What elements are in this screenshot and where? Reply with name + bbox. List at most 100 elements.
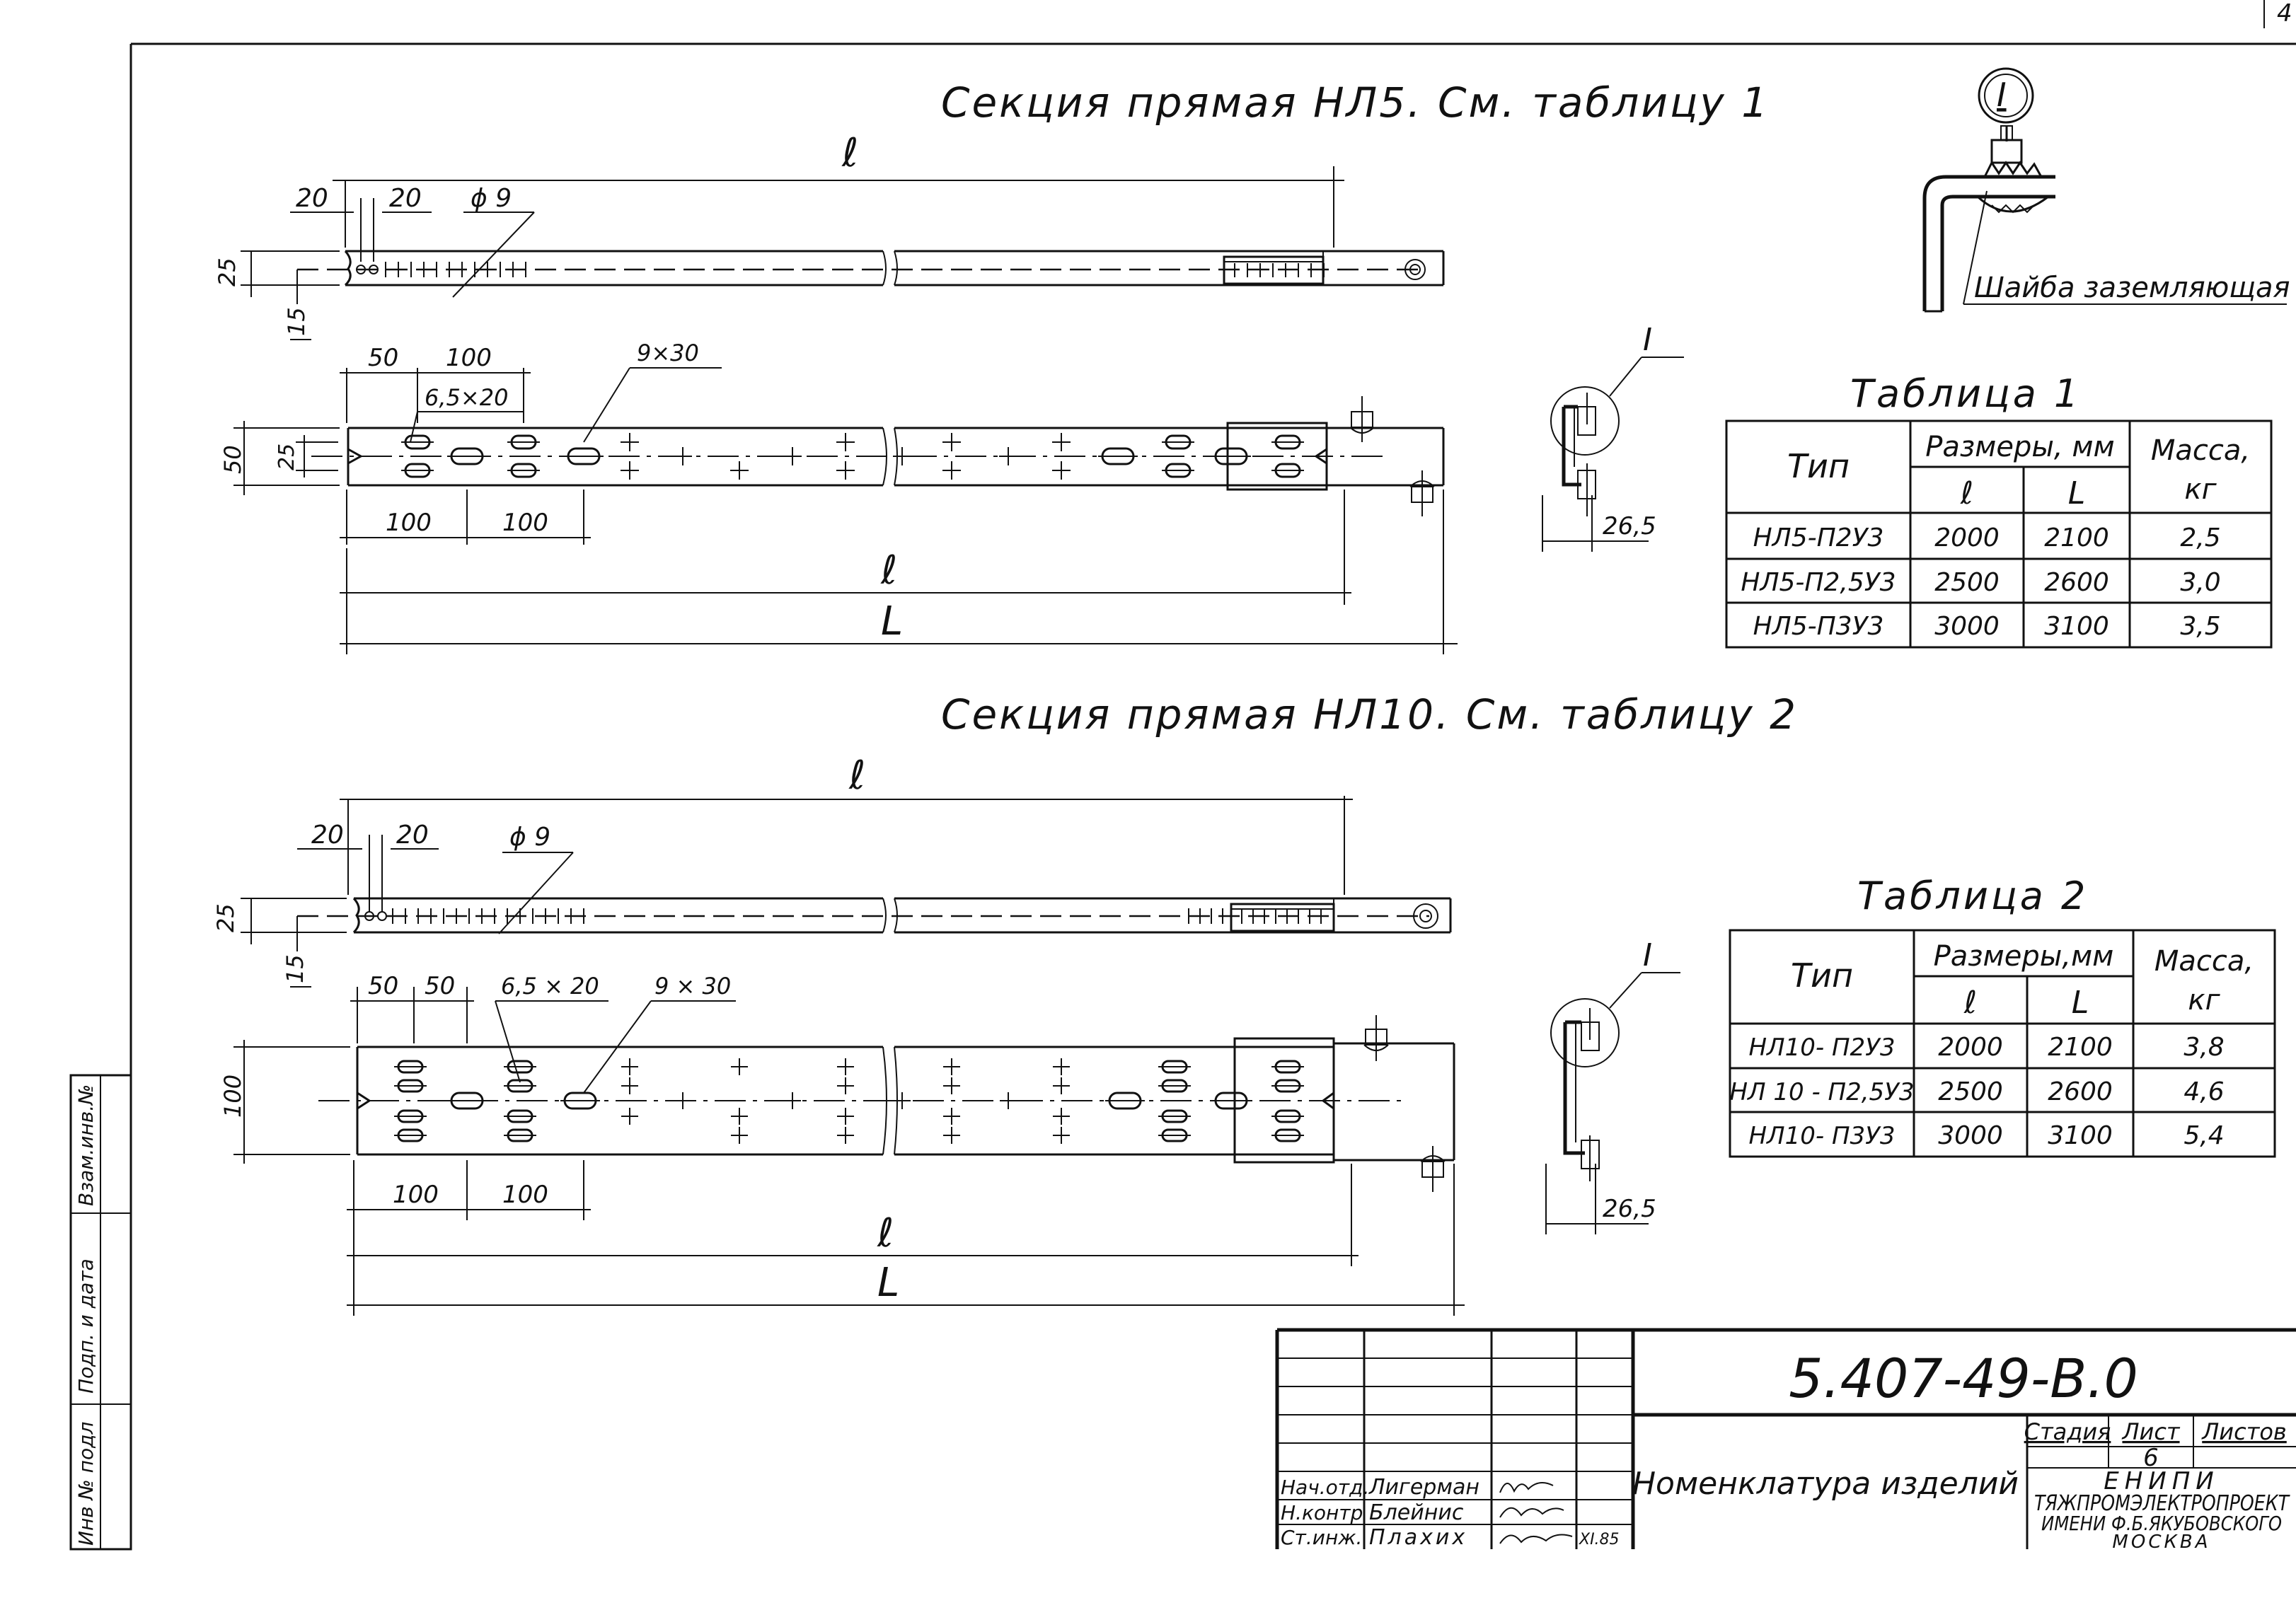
section2: Секция прямая НЛ10. См. таблицу 2 ℓ bbox=[212, 690, 1798, 1316]
t2-cell-type: НЛ10- П3У3 bbox=[1748, 1122, 1895, 1150]
s1-dim-L-bottom: L bbox=[881, 598, 903, 644]
t2-head-mass: Масса, bbox=[2154, 945, 2254, 978]
s2-dim-L-bottom: L bbox=[877, 1260, 899, 1306]
s2-dim-h25: 25 bbox=[212, 903, 239, 932]
doc-code: 5.407-49-В.0 bbox=[1789, 1347, 2138, 1410]
staff-role-1: Нач.отд. bbox=[1281, 1476, 1369, 1499]
t1-cell-type: НЛ5-П2У3 bbox=[1753, 523, 1884, 552]
t1-cell-mass: 2,5 bbox=[2180, 523, 2220, 552]
t2-cell-L: 2600 bbox=[2048, 1077, 2113, 1106]
t2-head-mass-unit: кг bbox=[2188, 984, 2220, 1017]
t2-cell-type: НЛ 10 - П2,5У3 bbox=[1729, 1078, 1914, 1106]
t1-row-1: НЛ5-П2У3 2000 2100 2,5 bbox=[1753, 523, 2221, 552]
s2-dim-20a: 20 bbox=[311, 821, 344, 850]
t2-row-3: НЛ10- П3У3 3000 3100 5,4 bbox=[1748, 1121, 2224, 1150]
s1-dim-100c: 100 bbox=[502, 509, 548, 537]
org-line1: ЕНИПИ bbox=[2104, 1467, 2219, 1495]
s1-dim-100a: 100 bbox=[446, 344, 492, 372]
t2-head-L: L bbox=[2072, 985, 2089, 1021]
staff-name-1: Лигерман bbox=[1368, 1475, 1479, 1500]
t2-cell-L: 2100 bbox=[2048, 1033, 2113, 1062]
table1: Таблица 1 Тип Размеры, мм ℓ L Масса, кг … bbox=[1725, 371, 2273, 649]
section2-top-view: ℓ 20 20 ϕ 9 25 15 bbox=[212, 753, 1452, 988]
washer-caption: Шайба заземляющая bbox=[1974, 272, 2290, 304]
side-stamp: Взам.инв.№ Подп. и дата Инв № подл bbox=[69, 1074, 132, 1551]
sheet-label: Лист bbox=[2121, 1418, 2180, 1445]
t1-head-sizes: Размеры, мм bbox=[1925, 431, 2114, 463]
sheet-number: 6 bbox=[2143, 1444, 2159, 1472]
table2-title: Таблица 2 bbox=[1857, 874, 2088, 918]
t1-cell-l: 2000 bbox=[1934, 523, 2000, 552]
t2-row-2: НЛ 10 - П2,5У3 2500 2600 4,6 bbox=[1729, 1077, 2224, 1106]
sign-date: XI.85 bbox=[1579, 1531, 1620, 1548]
title-block: 5.407-49-В.0 Номенклатура изделий Стадия… bbox=[1275, 1328, 2296, 1553]
s2-bolt-bottom bbox=[1420, 1146, 1446, 1192]
section1-title: Секция прямая НЛ5. См. таблицу 1 bbox=[941, 79, 1770, 127]
s1-dim-100b: 100 bbox=[386, 509, 432, 537]
t2-cell-mass: 4,6 bbox=[2183, 1077, 2224, 1106]
s2-dim-h15: 15 bbox=[282, 954, 308, 983]
t1-cell-L: 3100 bbox=[2044, 612, 2109, 641]
t1-cell-type: НЛ5-П3У3 bbox=[1753, 612, 1884, 641]
t2-cell-mass: 3,8 bbox=[2183, 1033, 2224, 1062]
t1-cell-mass: 3,5 bbox=[2180, 612, 2220, 641]
t1-cell-L: 2600 bbox=[2044, 568, 2109, 597]
t2-cell-mass: 5,4 bbox=[2183, 1121, 2224, 1150]
s2-detail-dim: 26,5 bbox=[1603, 1195, 1656, 1223]
s1-dim-phi: ϕ 9 bbox=[471, 184, 512, 213]
doc-name: Номенклатура изделий bbox=[1632, 1466, 2019, 1502]
t2-head-l: ℓ bbox=[1963, 985, 1977, 1021]
s2-dim-20b: 20 bbox=[396, 821, 429, 850]
s1-bolt-top bbox=[1349, 396, 1375, 442]
s1-dim-50: 50 bbox=[368, 344, 398, 372]
detail-I-main: I Шайба заземляющая bbox=[1922, 67, 2290, 313]
t1-head-l: ℓ bbox=[1960, 475, 1973, 511]
section2-side-detail: I 26,5 bbox=[1545, 937, 1680, 1234]
stage-label: Стадия bbox=[2024, 1418, 2111, 1445]
s1-bolt-bottom bbox=[1409, 470, 1435, 516]
s2-dim-l-bottom: ℓ bbox=[877, 1210, 894, 1256]
detail-I-label: I bbox=[1997, 76, 2007, 114]
s1-detail-label: I bbox=[1643, 322, 1652, 358]
t2-cell-l: 2000 bbox=[1938, 1033, 2003, 1062]
t1-cell-L: 2100 bbox=[2044, 523, 2109, 552]
staff-name-2: Блейнис bbox=[1369, 1500, 1464, 1525]
section1: Секция прямая НЛ5. См. таблицу 1 ℓ bbox=[214, 79, 1770, 654]
t1-cell-type: НЛ5-П2,5У3 bbox=[1741, 568, 1896, 597]
section2-front-view: 50 50 6,5 × 20 9 × 30 100 100 100 ℓ L bbox=[219, 972, 1465, 1316]
s2-dim-w100: 100 bbox=[219, 1075, 246, 1118]
s1-dim-slot-big: 9×30 bbox=[637, 340, 699, 366]
signature-3 bbox=[1499, 1534, 1573, 1544]
t2-head-type: Тип bbox=[1791, 956, 1853, 995]
section1-side-detail: I 26,5 bbox=[1542, 322, 1684, 552]
t1-row-2: НЛ5-П2,5У3 2500 2600 3,0 bbox=[1741, 568, 2220, 597]
t1-cell-mass: 3,0 bbox=[2180, 568, 2220, 597]
org-line3: ИМЕНИ Ф.Б.ЯКУБОВСКОГО bbox=[2041, 1512, 2282, 1535]
s1-dim-w50: 50 bbox=[219, 445, 246, 474]
table1-title: Таблица 1 bbox=[1850, 371, 2081, 416]
s1-dim-l-bottom: ℓ bbox=[880, 548, 897, 594]
table2: Таблица 2 Тип Размеры,мм ℓ L Масса, кг Н… bbox=[1729, 874, 2276, 1158]
s1-dim-20a: 20 bbox=[296, 184, 328, 213]
s1-detail-dim: 26,5 bbox=[1603, 512, 1656, 540]
s1-dim-h15: 15 bbox=[283, 307, 310, 336]
sheet-frame: 4 bbox=[129, 0, 2296, 1549]
sheets-label: Листов bbox=[2201, 1418, 2287, 1445]
staff-role-3: Ст.инж. bbox=[1281, 1526, 1362, 1549]
signature-2 bbox=[1499, 1507, 1564, 1518]
t2-head-sizes: Размеры,мм bbox=[1934, 940, 2114, 973]
t1-head-type: Тип bbox=[1787, 447, 1850, 485]
stamp-podp-data: Подп. и дата bbox=[74, 1258, 98, 1394]
signature-1 bbox=[1499, 1482, 1554, 1493]
t2-cell-L: 3100 bbox=[2048, 1121, 2113, 1150]
s1-dim-w25: 25 bbox=[275, 444, 299, 470]
t1-head-mass: Масса, bbox=[2151, 434, 2250, 467]
t2-cell-l: 2500 bbox=[1938, 1077, 2003, 1106]
s1-dim-20b: 20 bbox=[389, 184, 422, 213]
s1-dim-h25: 25 bbox=[214, 257, 241, 286]
s1-dim-slot-small: 6,5×20 bbox=[425, 384, 508, 411]
t1-head-mass-unit: кг bbox=[2184, 473, 2217, 506]
section2-title: Секция прямая НЛ10. См. таблицу 2 bbox=[941, 690, 1798, 739]
t2-cell-type: НЛ10- П2У3 bbox=[1748, 1034, 1895, 1062]
